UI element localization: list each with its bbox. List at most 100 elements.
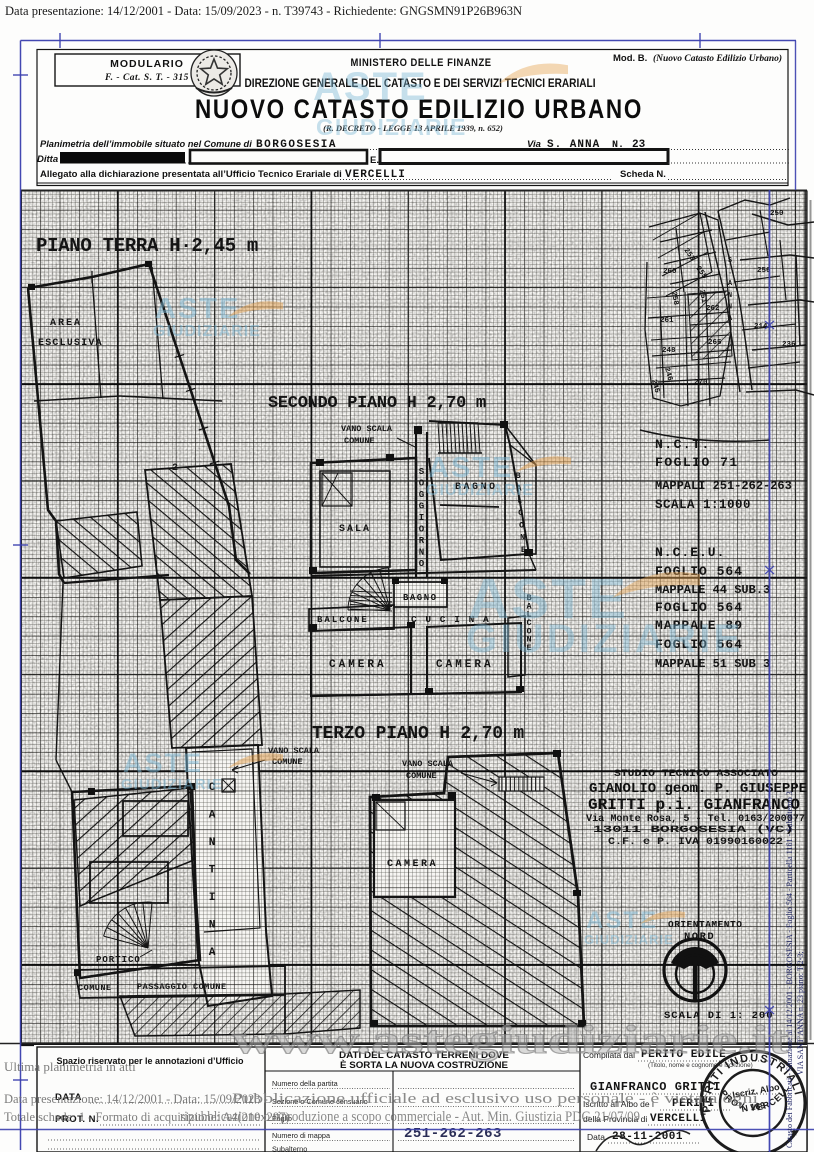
- svg-text:256: 256: [757, 267, 771, 275]
- svg-text:Scheda N.: Scheda N.: [620, 169, 666, 180]
- svg-text:ORIENTAMENTO: ORIENTAMENTO: [668, 919, 742, 930]
- svg-text:250: 250: [770, 210, 784, 218]
- svg-text:MODULARIO: MODULARIO: [110, 58, 184, 70]
- svg-text:PORTICO: PORTICO: [96, 955, 141, 965]
- svg-text:★: ★: [790, 1127, 799, 1137]
- svg-text:PERITI: PERITI: [672, 1098, 715, 1110]
- svg-text:Mod. B.: Mod. B.: [613, 53, 647, 64]
- svg-text:R: R: [419, 536, 425, 546]
- svg-text:VERCELLI: VERCELLI: [345, 169, 406, 181]
- svg-text:DATI DEL CATASTO TERRENI DOVE: DATI DEL CATASTO TERRENI DOVE: [339, 1050, 509, 1060]
- svg-text:261: 261: [660, 317, 674, 325]
- svg-text:ripubblicazione o riproduzione: ripubblicazione o riproduzione a scopo c…: [180, 1109, 640, 1125]
- svg-text:Data presentazione: 14/12/2001: Data presentazione: 14/12/2001 - Data: 1…: [4, 1092, 268, 1106]
- svg-text:A: A: [516, 483, 522, 493]
- svg-text:13011 BORGOSESIA (VC): 13011 BORGOSESIA (VC): [593, 824, 794, 836]
- svg-text:BAGNO: BAGNO: [403, 593, 438, 603]
- svg-text:G: G: [419, 490, 424, 500]
- svg-text:NUOVO CATASTO EDILIZIO URBANO: NUOVO CATASTO EDILIZIO URBANO: [195, 94, 643, 124]
- svg-text:251: 251: [697, 289, 707, 304]
- svg-text:Ultima planimetria in atti: Ultima planimetria in atti: [4, 1059, 136, 1074]
- svg-text:della Provincia di: della Provincia di: [583, 1114, 647, 1124]
- svg-text:STUDIO TECNICO ASSOCIATO: STUDIO TECNICO ASSOCIATO: [614, 769, 778, 780]
- svg-text:A: A: [728, 280, 733, 288]
- svg-text:VANO SCALA: VANO SCALA: [341, 424, 393, 434]
- svg-text:BALCONE: BALCONE: [317, 615, 369, 625]
- svg-text:VIA SANT’ANNA n. 23 piano: T-2: VIA SANT’ANNA n. 23 piano: T-2-3;: [796, 951, 805, 1075]
- svg-text:AREA: AREA: [50, 318, 82, 329]
- svg-text:Numero di mappa: Numero di mappa: [272, 1131, 331, 1140]
- svg-text:È SORTA LA NUOVA COSTRUZIONE: È SORTA LA NUOVA COSTRUZIONE: [340, 1060, 508, 1070]
- svg-text:Compilata dal: Compilata dal: [583, 1050, 635, 1060]
- svg-text:251-262-263: 251-262-263: [404, 1126, 502, 1142]
- svg-text:FOGLIO 564: FOGLIO 564: [655, 600, 743, 615]
- svg-text:GIUDIZIARIE: GIUDIZIARIE: [153, 323, 261, 340]
- svg-text:VANO SCALA: VANO SCALA: [402, 759, 454, 769]
- svg-text:GIANOLIO geom. P. GIUSEPPE: GIANOLIO geom. P. GIUSEPPE: [589, 781, 807, 797]
- svg-text:SALA: SALA: [339, 524, 371, 535]
- svg-text:C: C: [526, 618, 531, 628]
- svg-text:E: E: [526, 643, 531, 653]
- svg-text:www.astegiudiziarie.it: www.astegiudiziarie.it: [232, 1017, 789, 1062]
- svg-text:SCALA DI 1: 200: SCALA DI 1: 200: [664, 1010, 774, 1022]
- svg-text:E: E: [521, 545, 526, 555]
- svg-text:E.: E.: [370, 155, 379, 166]
- svg-text:Data: Data: [587, 1132, 605, 1142]
- svg-text:N: N: [520, 533, 525, 543]
- svg-text:SCALA 1:1000: SCALA 1:1000: [655, 498, 751, 512]
- svg-text:PROT. N.: PROT. N.: [55, 1114, 99, 1125]
- svg-text:ASTE: ASTE: [155, 293, 240, 325]
- svg-text:A: A: [209, 947, 216, 959]
- svg-text:Ditta: Ditta: [37, 154, 58, 165]
- svg-text:GIUDIZIARIE: GIUDIZIARIE: [426, 482, 534, 499]
- svg-text:(Nuovo Catasto Edilizio Urbano: (Nuovo Catasto Edilizio Urbano): [653, 53, 782, 64]
- svg-text:GIUDIZIARIE: GIUDIZIARIE: [466, 617, 743, 661]
- svg-text:F. - Cat. S. T. - 315: F. - Cat. S. T. - 315: [104, 73, 189, 83]
- svg-text:258: 258: [669, 291, 679, 306]
- svg-text:A: A: [526, 601, 532, 611]
- svg-text:S: S: [419, 467, 425, 477]
- svg-text:ASTE: ASTE: [123, 748, 203, 778]
- svg-text:G: G: [419, 502, 424, 512]
- svg-text:N.C.T.: N.C.T.: [655, 437, 711, 452]
- svg-text:VERCELLI: VERCELLI: [650, 1113, 707, 1125]
- svg-text:214: 214: [754, 323, 768, 331]
- svg-text:(R. DECRETO - LEGGE 13 APRILE: (R. DECRETO - LEGGE 13 APRILE 1939, n. 6…: [323, 123, 503, 133]
- svg-text:DATA: DATA: [55, 1092, 82, 1103]
- svg-text:BORGOSESIA: BORGOSESIA: [256, 139, 337, 151]
- svg-text:PERITO EDILE: PERITO EDILE: [641, 1049, 726, 1061]
- svg-text:260: 260: [663, 268, 677, 276]
- svg-text:N.: N.: [612, 140, 624, 151]
- svg-text:245: 245: [649, 379, 660, 395]
- svg-text:28-11-2001: 28-11-2001: [612, 1131, 683, 1143]
- svg-text:O: O: [419, 559, 425, 569]
- svg-text:MAPPALE 89: MAPPALE 89: [655, 618, 743, 633]
- svg-text:Data presentazione: 14/12/2001: Data presentazione: 14/12/2001 - Data: 1…: [5, 4, 522, 18]
- svg-text:BAGNO: BAGNO: [455, 482, 498, 493]
- svg-text:C: C: [518, 508, 523, 518]
- svg-text:FOGLIO 71: FOGLIO 71: [655, 455, 739, 470]
- svg-text:Totale schede: 1 - Formato di: Totale schede: 1 - Formato di acquisizio…: [4, 1110, 290, 1124]
- svg-text:CAMERA: CAMERA: [329, 659, 387, 671]
- svg-text:O: O: [519, 520, 524, 530]
- svg-text:N: N: [728, 303, 732, 311]
- svg-text:N: N: [526, 635, 531, 645]
- svg-text:COMUNE: COMUNE: [272, 757, 303, 767]
- svg-text:S: S: [728, 257, 732, 265]
- svg-text:MAPPALI 251-262-263: MAPPALI 251-262-263: [655, 479, 792, 493]
- svg-text:L: L: [517, 496, 522, 506]
- svg-text:MINISTERO DELLE FINANZE: MINISTERO DELLE FINANZE: [351, 57, 492, 69]
- svg-text:B: B: [526, 593, 531, 603]
- svg-text:C U C I N A: C U C I N A: [411, 614, 490, 625]
- svg-text:Pubblicazione ufficiale ad esc: Pubblicazione ufficiale ad esclusivo uso…: [232, 1091, 758, 1107]
- svg-text:O: O: [419, 525, 425, 535]
- svg-text:Sezione o Comune censuario: Sezione o Comune censuario: [272, 1097, 368, 1106]
- svg-text:I: I: [209, 892, 216, 904]
- svg-text:VANO SCALA: VANO SCALA: [268, 746, 320, 756]
- svg-text:Catasto dei Fabbricati - Situa: Catasto dei Fabbricati - Situazione al 1…: [785, 791, 794, 1148]
- svg-text:C: C: [209, 782, 216, 794]
- svg-text:Spazio riservato per le annota: Spazio riservato per le annotazioni d’Uf…: [56, 1056, 244, 1066]
- svg-text:T: T: [209, 865, 216, 877]
- svg-text:DIREZIONE GENERALE DEL CATASTO: DIREZIONE GENERALE DEL CATASTO E DEI SER…: [245, 78, 596, 90]
- svg-text:236: 236: [782, 341, 796, 349]
